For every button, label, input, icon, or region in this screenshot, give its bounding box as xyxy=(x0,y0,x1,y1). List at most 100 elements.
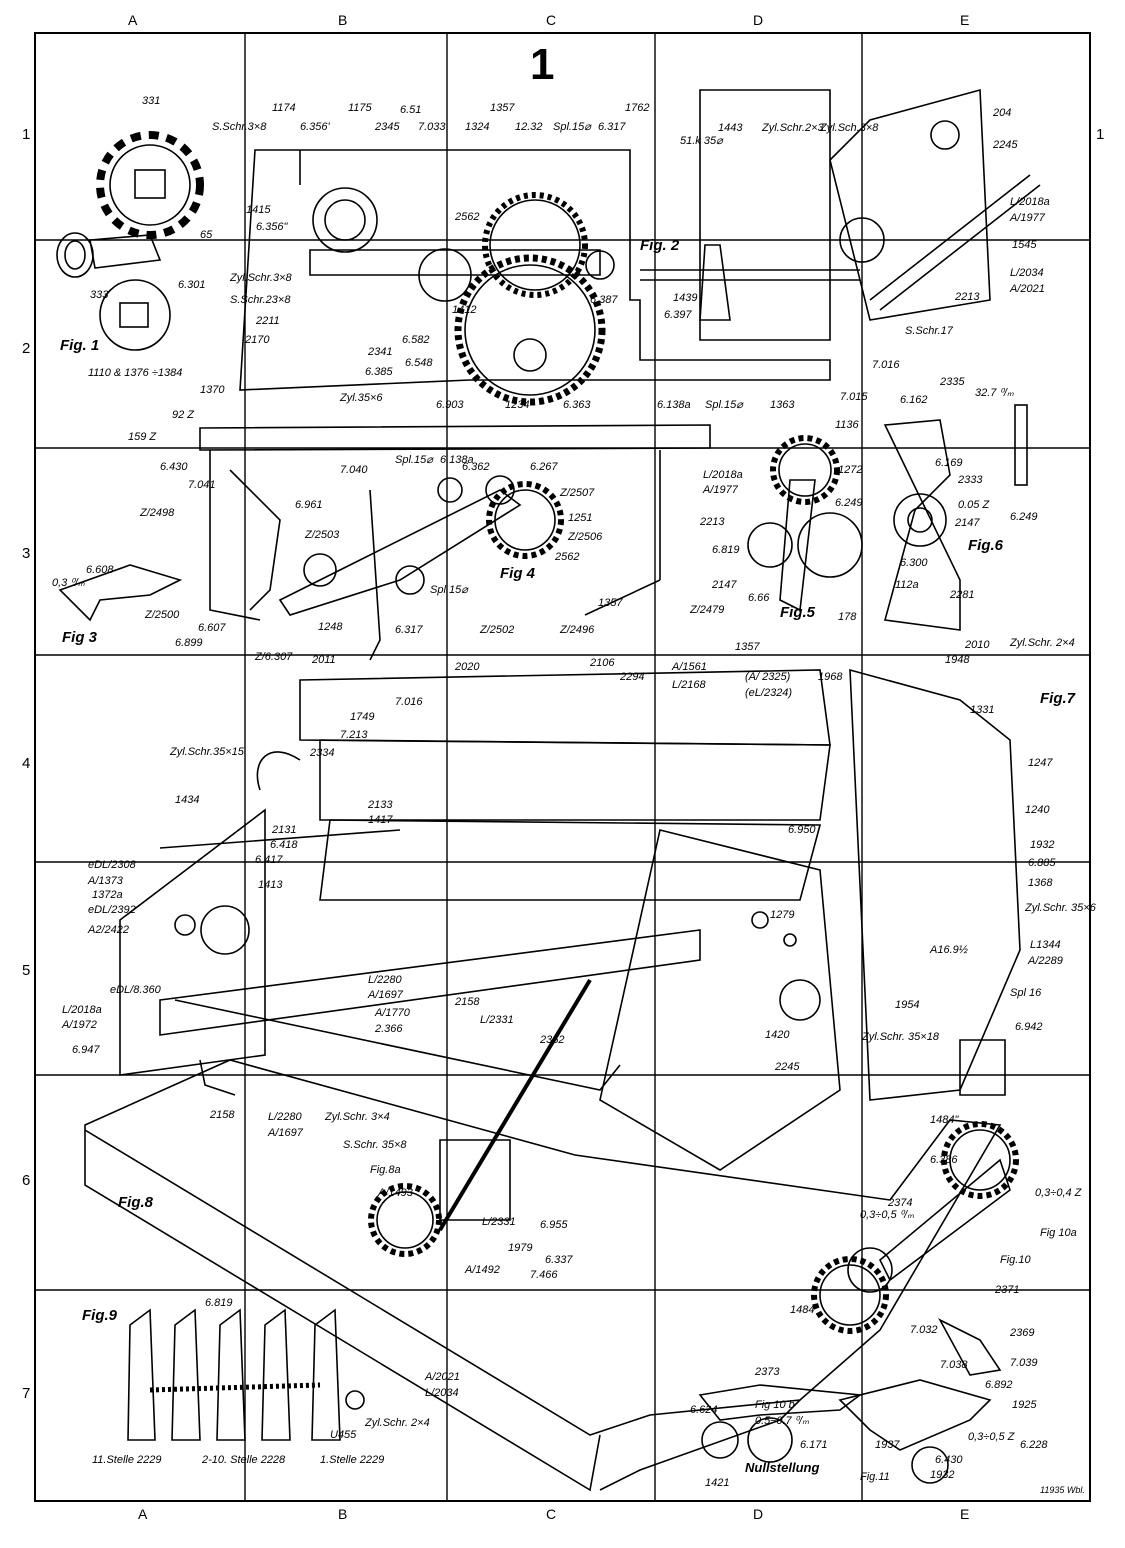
part-label: 2341 xyxy=(368,346,393,358)
part-label: 6.356" xyxy=(256,221,288,233)
grid-column-label: D xyxy=(753,1506,764,1522)
fig5-fig6 xyxy=(747,404,1028,631)
part-label: 6.548 xyxy=(405,357,433,369)
part-label: 6.819 xyxy=(712,544,740,556)
part-label: 6.249 xyxy=(835,497,863,509)
part-label: 6.337 xyxy=(545,1254,573,1266)
grid-column-label: A xyxy=(128,12,138,28)
part-label: eDL/2308 xyxy=(88,859,136,871)
dimension-label: 0.5÷0.7 ⁰/ₘ xyxy=(755,1415,809,1427)
part-label: 7.033 xyxy=(418,121,446,133)
grid-column-label: C xyxy=(546,12,557,28)
part-label: 1413 xyxy=(258,879,283,891)
dimension-label: 0,3÷0,4 Z xyxy=(1035,1187,1082,1199)
part-label: 2562 xyxy=(455,211,480,223)
part-label: 7.040 xyxy=(340,464,368,476)
part-label: 178 xyxy=(838,611,857,623)
part-label: 2020 xyxy=(455,661,480,673)
part-label: A/2021 xyxy=(425,1371,460,1383)
part-label: 1110 & 1376 ÷1384 xyxy=(88,367,183,379)
part-label: L/2280 xyxy=(368,974,402,986)
part-label: 1545 xyxy=(1012,239,1037,251)
part-label: 204 xyxy=(993,107,1012,119)
part-label: 1251 xyxy=(568,512,593,524)
part-label: 7.039 xyxy=(1010,1357,1038,1369)
part-label: Zyl.Schr.2×3 xyxy=(762,122,824,134)
part-label: A/1697 xyxy=(368,989,403,1001)
part-label: S.Schr.3×8 xyxy=(212,121,267,133)
part-label: 6.171 xyxy=(800,1439,828,1451)
part-label: 7.032 xyxy=(910,1324,938,1336)
part-label: 1421 xyxy=(705,1477,730,1489)
part-label: 1272 xyxy=(838,464,863,476)
part-label: A/2289 xyxy=(1028,955,1063,967)
figure-caption: Fig 3 xyxy=(62,629,98,646)
part-label: 1368 xyxy=(1028,877,1053,889)
part-label: 1968 xyxy=(818,671,843,683)
part-label: Zyl.Schr. 2×4 xyxy=(365,1417,430,1429)
part-label: Zyl.Schr. 35×6 xyxy=(1025,902,1096,914)
part-label: 6.430 xyxy=(935,1454,963,1466)
part-label: 2245 xyxy=(993,139,1018,151)
fig2-assembly xyxy=(239,88,1041,406)
part-label: 6.301 xyxy=(178,279,206,291)
part-label: L/2018a xyxy=(1010,196,1050,208)
figure-caption: Fig 10 b xyxy=(755,1399,795,1411)
part-label: 2374 xyxy=(888,1197,913,1209)
part-label: 7.041 xyxy=(188,479,216,491)
grid-row-label: 4 xyxy=(22,755,31,772)
part-label: 2133 xyxy=(368,799,393,811)
grid-column-label: D xyxy=(753,12,764,28)
part-label: 2371 xyxy=(995,1284,1020,1296)
part-label: 6.892 xyxy=(985,1379,1013,1391)
part-label: 6.317 xyxy=(598,121,626,133)
part-label: 2213 xyxy=(700,516,725,528)
figure-caption: Fig.7 xyxy=(1040,690,1076,707)
part-label: Zyl.35×6 xyxy=(340,392,383,404)
part-label: 2369 xyxy=(1010,1327,1035,1339)
figure-caption: Fig.8 xyxy=(118,1194,154,1211)
part-label: A/1977 xyxy=(703,484,738,496)
figure-caption: Fig. 1 xyxy=(60,337,100,354)
dimension-label: 0,3 ⁰/ₘ xyxy=(52,577,85,589)
part-label: Zyl.Sch.3×8 xyxy=(820,122,879,134)
part-label: (eL/2324) xyxy=(745,687,793,699)
figure-caption: Fig.9 xyxy=(82,1307,118,1324)
part-label: Zyl.Schr.35×15 xyxy=(170,746,244,758)
part-label: 2147 xyxy=(712,579,737,591)
part-label: L/2331 xyxy=(480,1014,514,1026)
grid-row-label: 3 xyxy=(22,545,31,562)
part-label: 1925 xyxy=(1012,1399,1037,1411)
part-label: A/2021 xyxy=(1010,283,1045,295)
part-label: 6.138a xyxy=(440,454,474,466)
part-label: 1331 xyxy=(970,704,995,716)
part-label: 1174 xyxy=(272,102,296,114)
part-label: A/1770 xyxy=(375,1007,410,1019)
part-label: 2.366 xyxy=(375,1023,403,1035)
part-label: 6.885 xyxy=(1028,857,1056,869)
dimension-label: 0.05 Z xyxy=(958,499,990,511)
part-label: 7.038 xyxy=(940,1359,968,1371)
dimension-label: 0,3÷0,5 ⁰/ₘ xyxy=(860,1209,914,1221)
part-label: 1434 xyxy=(175,794,200,806)
part-label: Spl.15⌀ xyxy=(705,399,743,411)
part-label: 1415 xyxy=(246,204,271,216)
part-label: 2211 xyxy=(256,315,280,327)
fig10-fig11 xyxy=(698,1121,1019,1484)
part-label: 1240 xyxy=(1025,804,1050,816)
part-label: 2294 xyxy=(620,671,645,683)
part-label: 2373 xyxy=(755,1366,780,1378)
part-label: A/1697 xyxy=(268,1127,303,1139)
part-label: 6.66 xyxy=(748,592,770,604)
part-label: 1932 xyxy=(1030,839,1055,851)
part-label: 333 xyxy=(90,289,109,301)
part-label: 6.51 xyxy=(400,104,422,116)
part-label: Zyl.Schr. 3×4 xyxy=(325,1111,390,1123)
part-label: 1979 xyxy=(508,1242,533,1254)
part-label: 1417 xyxy=(368,814,393,826)
part-label: 2352 xyxy=(540,1034,565,1046)
part-label: 2333 xyxy=(958,474,983,486)
part-label: 331 xyxy=(142,95,161,107)
part-label: 1762 xyxy=(625,102,650,114)
part-label: 6.899 xyxy=(175,637,203,649)
